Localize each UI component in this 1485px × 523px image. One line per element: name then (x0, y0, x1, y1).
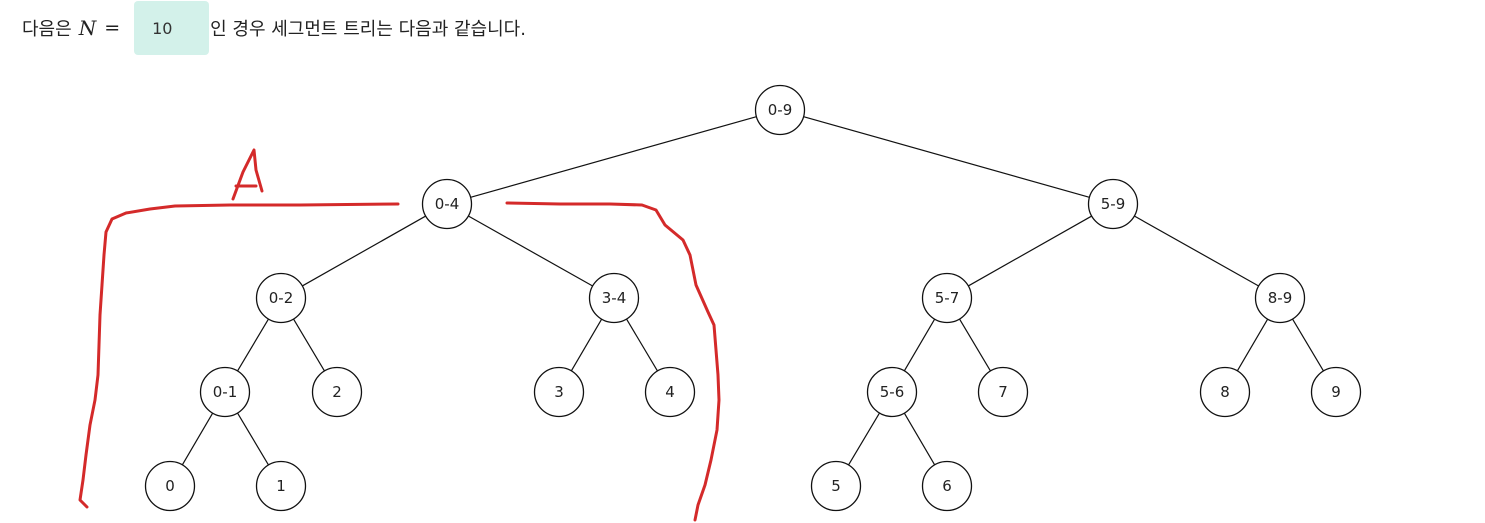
tree-node-label: 4 (665, 383, 675, 401)
tree-edges (181, 116, 1324, 466)
tree-node-circle (866, 366, 918, 418)
tree-node-circle (921, 272, 973, 324)
red-annotation: A (78, 148, 721, 522)
tree-node-label: 9 (1331, 383, 1341, 401)
intro-before-text: 다음은 (22, 19, 72, 40)
tree-node-circle (1199, 366, 1251, 418)
tree-node-0-2: 0-2 (255, 272, 307, 324)
tree-node-label: 5 (831, 477, 841, 495)
tree-node-label: 5-7 (935, 289, 960, 307)
tree-node-circle (977, 366, 1029, 418)
tree-node-3: 3 (533, 366, 585, 418)
tree-node-4: 4 (644, 366, 696, 418)
tree-node-label: 8 (1220, 383, 1230, 401)
tree-edge-5-7-to-5-6 (903, 318, 936, 372)
tree-node-9: 9 (1310, 366, 1362, 418)
tree-edge-8-9-to-8 (1236, 318, 1269, 372)
tree-node-circle (199, 366, 251, 418)
tree-edge-0-2-to-0-1 (237, 318, 269, 372)
tree-node-circle (144, 460, 196, 512)
tree-node-6: 6 (921, 460, 973, 512)
tree-node-label: 0 (165, 477, 175, 495)
tree-node-label: 3-4 (602, 289, 627, 307)
tree-node-5: 5 (810, 460, 862, 512)
tree-node-circle (1310, 366, 1362, 418)
intro-after-text: 인 경우 세그먼트 트리는 다음과 같습니다. (210, 19, 526, 40)
tree-node-circle (1087, 178, 1139, 230)
tree-node-circle (421, 178, 473, 230)
red-bracket-left (78, 202, 400, 509)
tree-node-circle (921, 460, 973, 512)
tree-edge-5-9-to-8-9 (1134, 215, 1259, 287)
math-variable-n: N (78, 16, 97, 40)
tree-edge-0-1-to-1 (237, 412, 269, 466)
tree-node-7: 7 (977, 366, 1029, 418)
tree-edge-5-7-to-7 (959, 318, 991, 372)
tree-node-label: 2 (332, 383, 342, 401)
tree-node-label: 5-6 (880, 383, 905, 401)
annotation-letter-a: A (231, 148, 264, 201)
tree-node-label: 1 (276, 477, 286, 495)
tree-node-circle (754, 84, 806, 136)
tree-node-1: 1 (255, 460, 307, 512)
tree-node-circle (644, 366, 696, 418)
tree-edge-0-4-to-3-4 (468, 215, 593, 287)
tree-node-circle (810, 460, 862, 512)
tree-node-label: 0-1 (213, 383, 238, 401)
tree-node-circle (588, 272, 640, 324)
tree-node-0-4: 0-4 (421, 178, 473, 230)
tree-edge-3-4-to-4 (626, 318, 658, 372)
tree-node-label: 0-4 (435, 195, 460, 213)
tree-node-label: 5-9 (1101, 195, 1126, 213)
tree-edge-5-6-to-6 (903, 412, 936, 466)
tree-node-0: 0 (144, 460, 196, 512)
tree-node-circle (255, 272, 307, 324)
tree-node-5-6: 5-6 (866, 366, 918, 418)
tree-edge-0-9-to-5-9 (803, 116, 1090, 198)
tree-node-circle (1254, 272, 1306, 324)
tree-node-3-4: 3-4 (588, 272, 640, 324)
tree-node-label: 3 (554, 383, 564, 401)
tree-node-2: 2 (311, 366, 363, 418)
tree-node-label: 0-9 (768, 101, 793, 119)
tree-edge-0-9-to-0-4 (470, 116, 757, 198)
tree-edge-8-9-to-9 (1292, 318, 1324, 372)
tree-node-label: 0-2 (269, 289, 294, 307)
tree-node-8-9: 8-9 (1254, 272, 1306, 324)
tree-node-8: 8 (1199, 366, 1251, 418)
math-equals: = (104, 17, 121, 39)
tree-node-label: 7 (998, 383, 1008, 401)
red-bracket-right (505, 201, 721, 522)
tree-node-0-9: 0-9 (754, 84, 806, 136)
n-value-input[interactable] (134, 1, 210, 55)
tree-edge-3-4-to-3 (570, 318, 603, 372)
tree-node-0-1: 0-1 (199, 366, 251, 418)
tree-node-label: 8-9 (1268, 289, 1293, 307)
tree-node-5-9: 5-9 (1087, 178, 1139, 230)
tree-node-label: 6 (942, 477, 952, 495)
tree-node-circle (533, 366, 585, 418)
tree-edge-0-2-to-2 (293, 318, 325, 372)
tree-edge-5-9-to-5-7 (968, 215, 1092, 287)
tree-nodes: 0-9 0-4 5-9 0-2 3-4 5-7 8-9 0-1 2 3 4 5-6 7 8 9 0 1 5 6 (144, 84, 1362, 512)
tree-node-5-7: 5-7 (921, 272, 973, 324)
tree-edge-0-4-to-0-2 (302, 215, 426, 287)
tree-node-circle (311, 366, 363, 418)
tree-edge-0-1-to-0 (181, 412, 214, 466)
tree-edge-5-6-to-5 (848, 412, 880, 466)
intro-sentence: 다음은 N = 인 경우 세그먼트 트리는 다음과 같습니다. (22, 0, 526, 56)
annotation-letter-a-text: A (247, 180, 248, 183)
tree-node-circle (255, 460, 307, 512)
